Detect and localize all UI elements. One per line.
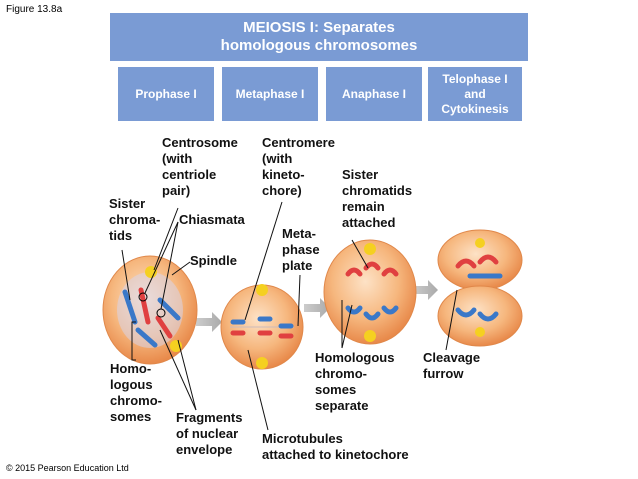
label-spindle: Spindle xyxy=(190,253,237,268)
banner-line2: homologous chromosomes xyxy=(220,37,418,54)
label-homologous-separate: Homologous chromo- somes separate xyxy=(315,350,395,413)
phase-metaphase: Metaphase I xyxy=(222,67,318,121)
telophase-cell xyxy=(437,229,523,347)
metaphase-cell xyxy=(220,284,304,370)
prophase-cell xyxy=(102,255,198,365)
arrow-2 xyxy=(304,298,330,318)
label-homologous-chromosomes: Homo- logous chromo- somes xyxy=(110,361,162,424)
leader-fragments-b xyxy=(177,339,197,411)
label-chiasmata: Chiasmata xyxy=(179,212,245,227)
leader-chiasmata-a xyxy=(144,221,179,294)
leader-homologous-separate-b xyxy=(341,304,353,349)
label-cleavage-furrow: Cleavage furrow xyxy=(423,350,481,381)
banner-line1: MEIOSIS I: Separates xyxy=(243,19,395,36)
leader-centromere xyxy=(244,201,283,321)
label-sister-chromatids: Sister chroma- tids xyxy=(109,196,161,243)
leader-microtubules xyxy=(247,349,269,431)
leader-sister xyxy=(121,249,131,301)
label-fragments-nuclear-envelope: Fragments of nuclear envelope xyxy=(176,410,243,457)
label-centrosome: Centrosome (with centriole pair) xyxy=(162,135,238,198)
phase-anaphase: Anaphase I xyxy=(326,67,422,121)
meiosis-banner: MEIOSIS I: Separates homologous chromoso… xyxy=(110,13,528,61)
phase-prophase: Prophase I xyxy=(118,67,214,121)
label-sister-chromatids-remain: Sister chromatids remain attached xyxy=(342,167,413,230)
leader-homologous xyxy=(131,321,136,361)
arrow-3 xyxy=(412,280,438,300)
leader-fragments-a xyxy=(159,329,197,411)
copyright: © 2015 Pearson Education Ltd xyxy=(6,463,129,473)
figure-label: Figure 13.8a xyxy=(6,4,63,15)
leader-cleavage xyxy=(445,289,458,351)
leader-centrosome xyxy=(153,207,179,271)
label-microtubules: Microtubules attached to kinetochore xyxy=(262,431,409,462)
label-centromere: Centromere (with kineto- chore) xyxy=(262,135,335,198)
phase-telophase: Telophase I and Cytokinesis xyxy=(428,67,522,121)
anaphase-cell xyxy=(323,239,417,345)
leader-chiasmata-b xyxy=(160,221,179,310)
leader-spindle xyxy=(171,261,191,276)
leader-metaphase-plate xyxy=(297,274,301,327)
label-metaphase-plate: Meta- phase plate xyxy=(282,226,320,273)
leader-sister-remain xyxy=(351,239,369,269)
arrow-1 xyxy=(196,312,222,332)
